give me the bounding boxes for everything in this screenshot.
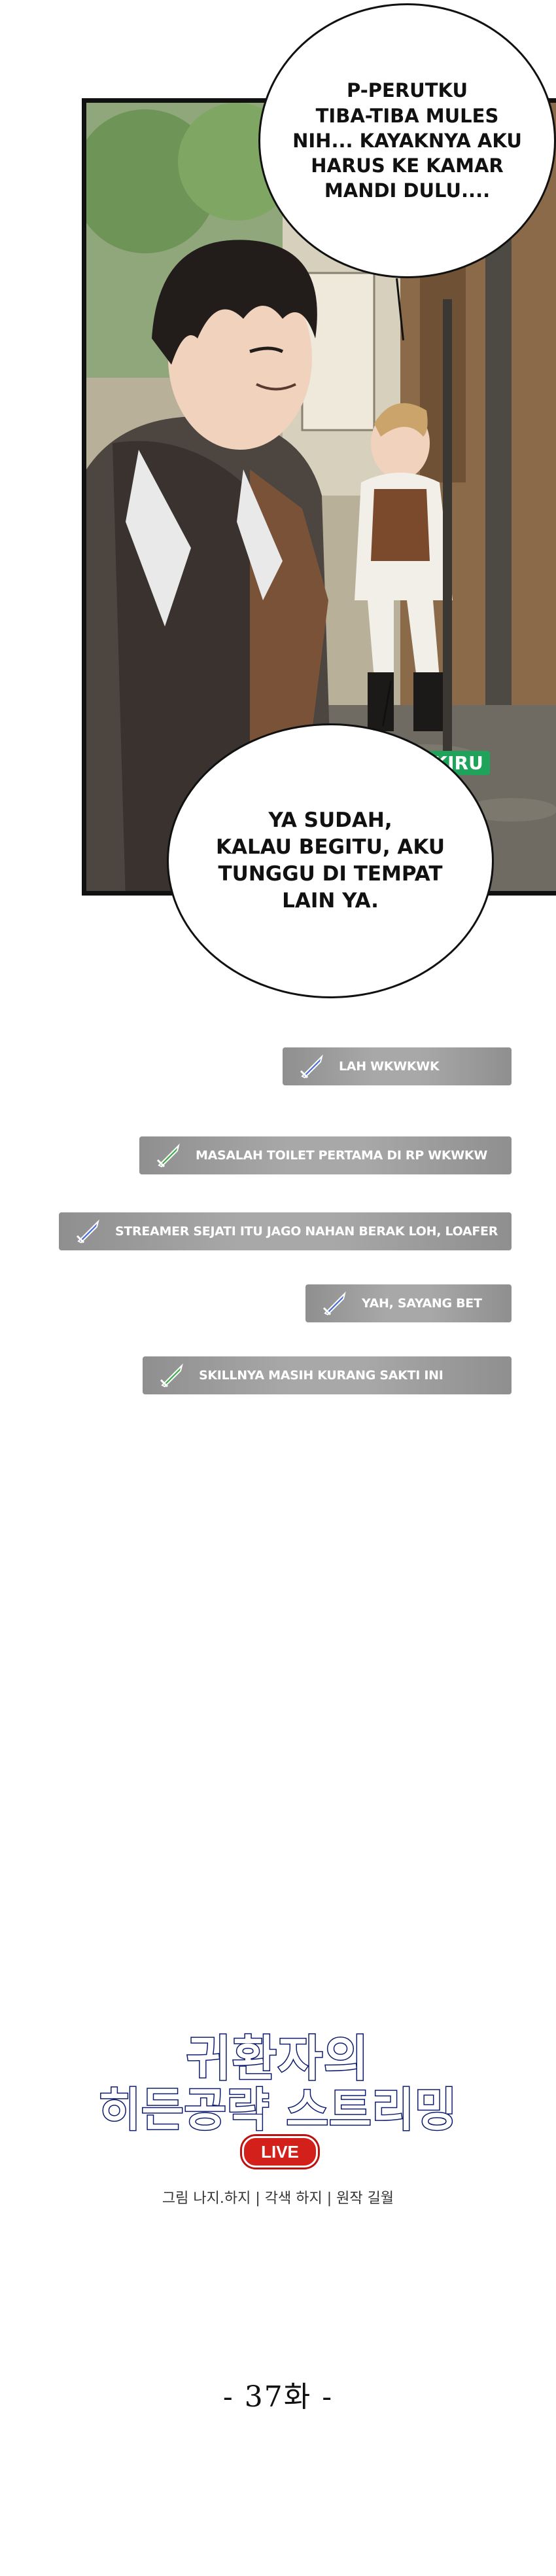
chat-message-text: MASALAH TOILET PERTAMA DI RP WKWKW: [196, 1148, 488, 1163]
sword-icon: [300, 1054, 323, 1079]
speech-bubble-1: P-PERUTKU TIBA-TIBA MULES NIH... KAYAKNY…: [258, 3, 556, 278]
credits-line: 그림 나지.하지 | 각색 하지 | 원작 길월: [162, 2190, 394, 2207]
chat-message-text: SKILLNYA MASIH KURANG SAKTI INI: [199, 1368, 443, 1383]
speech-bubble-2-text: YA SUDAH, KALAU BEGITU, AKU TUNGGU DI TE…: [215, 808, 445, 913]
sword-icon: [156, 1143, 180, 1168]
sword-icon: [76, 1219, 99, 1244]
series-logo: 귀환자의 히든공략 스트리밍 LIVE: [65, 2020, 491, 2170]
chat-message-text: LAH WKWKWK: [339, 1059, 440, 1074]
chat-message-text: STREAMER SEJATI ITU JAGO NAHAN BERAK LOH…: [115, 1224, 498, 1239]
chat-message-text: YAH, SAYANG BET: [362, 1296, 482, 1311]
episode-number: - 37화 -: [222, 2380, 334, 2414]
sword-icon: [322, 1291, 346, 1316]
logo-title-line-1: 귀환자의: [185, 2030, 370, 2088]
logo-title-line-2: 히든공략 스트리밍: [97, 2082, 458, 2138]
chat-message: MASALAH TOILET PERTAMA DI RP WKWKW: [139, 1136, 512, 1174]
speech-bubble-1-text: P-PERUTKU TIBA-TIBA MULES NIH... KAYAKNY…: [292, 79, 522, 202]
chat-message: SKILLNYA MASIH KURANG SAKTI INI: [143, 1356, 512, 1394]
live-badge: LIVE: [242, 2136, 318, 2168]
live-badge-text: LIVE: [261, 2141, 299, 2162]
chat-message: STREAMER SEJATI ITU JAGO NAHAN BERAK LOH…: [59, 1212, 512, 1250]
chat-message: LAH WKWKWK: [283, 1047, 512, 1085]
chat-message: YAH, SAYANG BET: [305, 1284, 512, 1322]
speech-bubble-2: YA SUDAH, KALAU BEGITU, AKU TUNGGU DI TE…: [167, 723, 494, 998]
sword-icon: [160, 1363, 183, 1388]
